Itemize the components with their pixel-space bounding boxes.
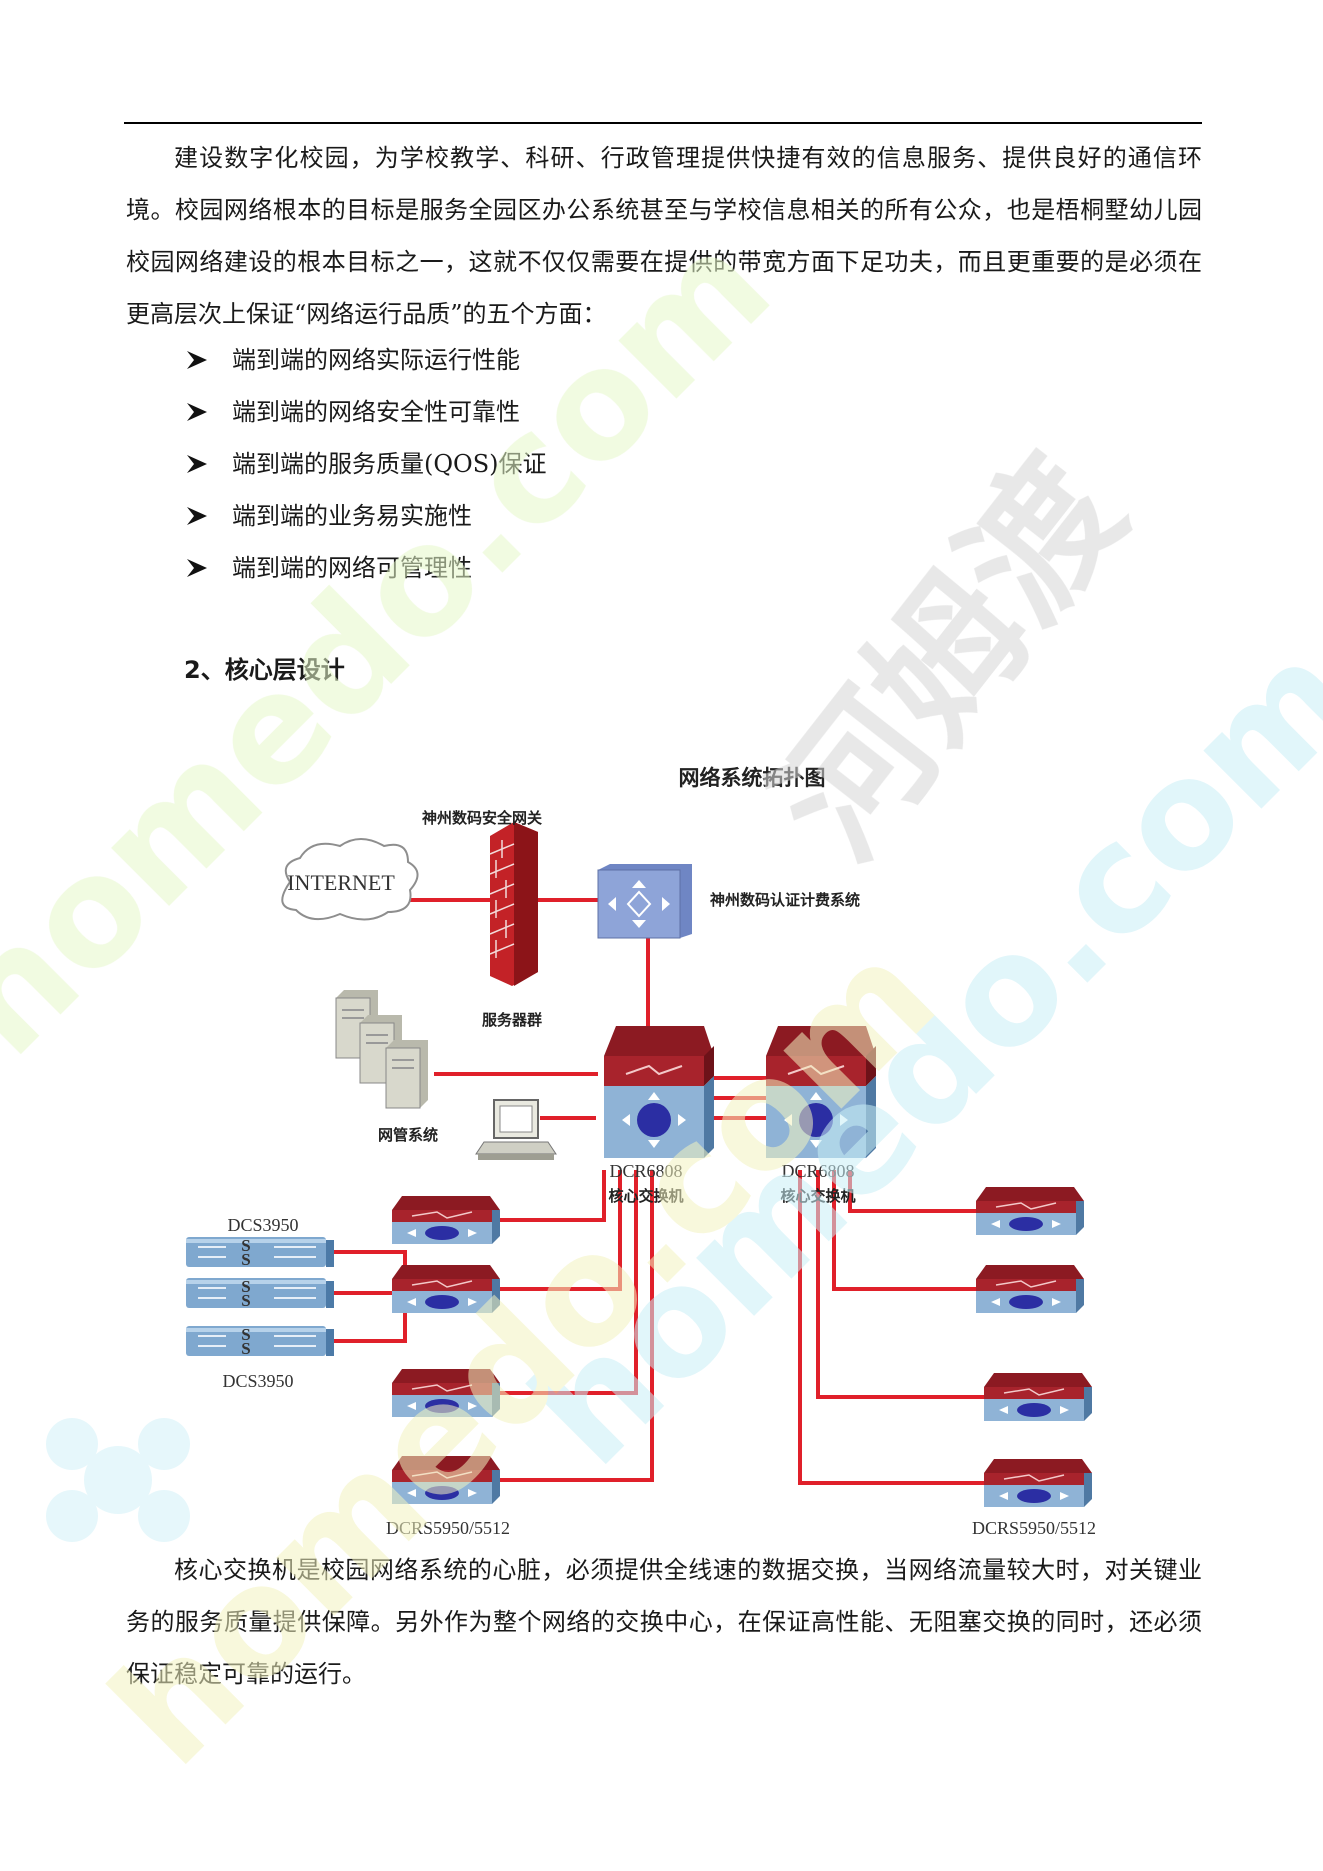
gateway-label: 神州数码安全网关 bbox=[422, 809, 542, 827]
access-switch-icon bbox=[391, 1264, 501, 1314]
stack-letter: S bbox=[241, 1339, 250, 1358]
core-left-model: DCR6808 bbox=[609, 1161, 682, 1181]
access-switch-icon bbox=[391, 1368, 501, 1418]
access-switch-icon bbox=[975, 1264, 1085, 1314]
stack-letter: S bbox=[241, 1236, 250, 1255]
arrow-bullet-icon bbox=[187, 559, 207, 577]
access-switch-icon bbox=[983, 1372, 1093, 1422]
dcs3950-switch-icon bbox=[185, 1277, 335, 1309]
diagram-title: 网络系统拓扑图 bbox=[679, 766, 826, 790]
access-left-label: DCRS5950/5512 bbox=[386, 1518, 510, 1538]
arrow-bullet-icon bbox=[187, 403, 207, 421]
computer-icon bbox=[475, 1099, 557, 1160]
core-right-model: DCR6808 bbox=[781, 1161, 854, 1181]
internet-label: INTERNET bbox=[287, 870, 395, 895]
bullet-item: 端到端的服务质量(QOS)保证 bbox=[186, 438, 547, 490]
server-cluster-icon bbox=[335, 989, 429, 1109]
bullet-list: 端到端的网络实际运行性能 端到端的网络安全性可靠性 端到端的服务质量(QOS)保… bbox=[186, 334, 547, 594]
network-topology-diagram: 网络系统拓扑图 INTERNET 神州数码安全网关 神州数码认证计费系统 服务器… bbox=[185, 766, 1096, 1538]
firewall-icon bbox=[489, 822, 538, 986]
access-switch-icon bbox=[975, 1186, 1085, 1236]
stack-letter: S bbox=[241, 1325, 250, 1344]
core-switch-left-icon bbox=[603, 1025, 715, 1159]
bullet-item: 端到端的业务易实施性 bbox=[186, 490, 547, 542]
server-cluster-label: 服务器群 bbox=[482, 1011, 542, 1029]
intro-paragraph: 建设数字化校园，为学校教学、科研、行政管理提供快捷有效的信息服务、提供良好的通信… bbox=[126, 144, 1202, 328]
dcs-top-label: DCS3950 bbox=[227, 1215, 298, 1235]
dcs3950-switch-icon bbox=[185, 1325, 335, 1357]
access-right-label: DCRS5950/5512 bbox=[972, 1518, 1096, 1538]
header-rule bbox=[124, 122, 1202, 124]
nms-label: 网管系统 bbox=[378, 1126, 438, 1144]
core-switch-right-icon bbox=[765, 1025, 877, 1159]
auth-system-label: 神州数码认证计费系统 bbox=[710, 891, 860, 909]
stack-letter: S bbox=[241, 1277, 250, 1296]
internet-cloud-icon bbox=[281, 838, 419, 921]
bullet-item: 端到端的网络可管理性 bbox=[186, 542, 547, 594]
auth-system-switch-icon bbox=[597, 864, 692, 939]
access-switch-icon bbox=[391, 1455, 501, 1505]
arrow-bullet-icon bbox=[187, 507, 207, 525]
core-right-label: 核心交换机 bbox=[780, 1187, 855, 1205]
dcs-bottom-label: DCS3950 bbox=[222, 1371, 293, 1391]
core-left-label: 核心交换机 bbox=[608, 1187, 683, 1205]
bullet-item: 端到端的网络实际运行性能 bbox=[186, 334, 547, 386]
arrow-bullet-icon bbox=[187, 351, 207, 369]
stack-letter: S bbox=[241, 1291, 250, 1310]
arrow-bullet-icon bbox=[187, 455, 207, 473]
bullet-item: 端到端的网络安全性可靠性 bbox=[186, 386, 547, 438]
section-heading: 2、核心层设计 bbox=[184, 656, 345, 684]
core-switch-paragraph: 核心交换机是校园网络系统的心脏，必须提供全线速的数据交换，当网络流量较大时，对关… bbox=[126, 1556, 1202, 1688]
access-switch-icon bbox=[983, 1458, 1093, 1508]
stack-letter: S bbox=[241, 1250, 250, 1269]
dcs3950-switch-icon bbox=[185, 1236, 335, 1268]
access-switch-icon bbox=[391, 1195, 501, 1245]
